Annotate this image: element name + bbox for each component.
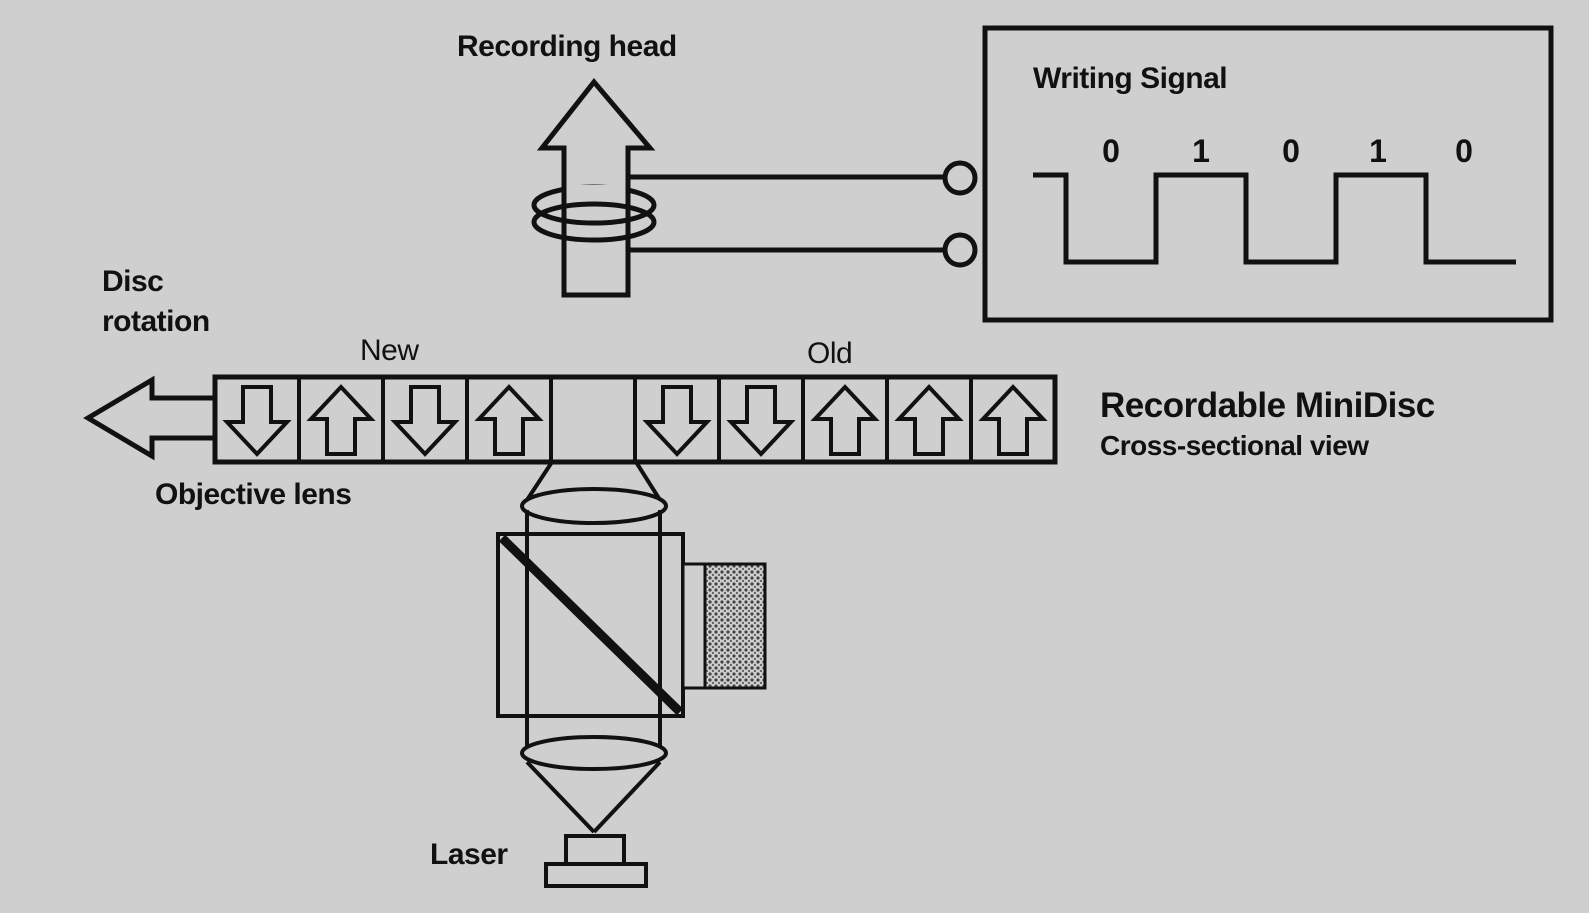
laser-emitter xyxy=(564,834,626,866)
domain-down-arrow xyxy=(642,385,712,457)
domain-up-arrow xyxy=(306,384,376,456)
diagram-title: Recordable MiniDisc xyxy=(1100,386,1435,425)
domain-up-arrow xyxy=(894,384,964,456)
signal-bit: 1 xyxy=(1369,133,1387,169)
objective-lens-label: Objective lens xyxy=(155,478,352,511)
laser-base xyxy=(544,862,648,888)
beam-cone-left xyxy=(525,760,596,834)
domain-down-arrow xyxy=(726,385,796,457)
domain-down-arrow xyxy=(222,385,292,457)
diagram-subtitle: Cross-sectional view xyxy=(1100,430,1369,461)
recording-head-label: Recording head xyxy=(457,30,677,63)
lens-tube-left xyxy=(525,460,554,502)
writing-signal-waveform xyxy=(1033,172,1516,265)
writing-signal-box xyxy=(982,25,1554,323)
laser-label: Laser xyxy=(430,838,508,871)
signal-bit: 0 xyxy=(1102,133,1120,169)
collimator-lens xyxy=(520,735,668,771)
disc-rotation-arrow xyxy=(83,375,221,461)
domain-up-arrow xyxy=(810,384,880,456)
upper-terminal xyxy=(942,160,978,196)
beam-cone-right xyxy=(592,760,662,834)
disc-rotation-label-line1: Disc xyxy=(102,265,164,298)
writing-signal-label: Writing Signal xyxy=(1033,62,1228,95)
domain-down-arrow xyxy=(390,385,460,457)
signal-bit: 1 xyxy=(1192,133,1210,169)
disc-rotation-label-line2: rotation xyxy=(102,305,210,338)
domain-up-arrow xyxy=(978,384,1048,456)
signal-bit: 0 xyxy=(1282,133,1300,169)
lower-terminal xyxy=(942,232,978,268)
old-label: Old xyxy=(807,337,853,370)
new-label: New xyxy=(360,334,419,367)
magnetic-domains xyxy=(222,377,1048,462)
objective-lens xyxy=(520,487,668,525)
lens-tube-right xyxy=(634,460,662,502)
coil-loop-2 xyxy=(531,201,657,243)
signal-bit: 0 xyxy=(1455,133,1473,169)
domain-up-arrow xyxy=(474,384,544,456)
beam-splitter-diagonal xyxy=(498,534,684,716)
